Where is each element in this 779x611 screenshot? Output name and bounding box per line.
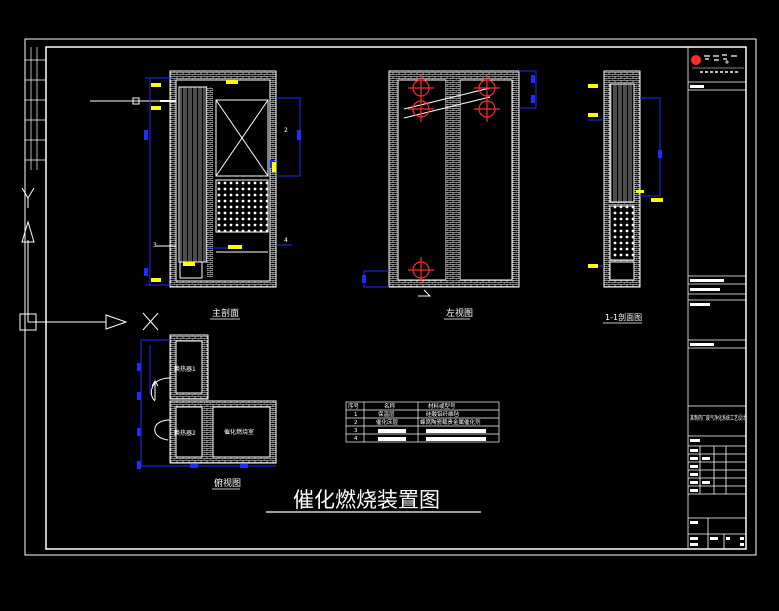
svg-text:4: 4 [354,436,358,442]
plan-label-exchanger-1: 换热器1 [174,365,196,373]
plan-label-catalytic-chamber: 催化燃烧室 [224,428,254,436]
university-logo [691,54,744,73]
svg-text:材料或型号: 材料或型号 [428,402,456,410]
svg-text:名称: 名称 [384,402,396,410]
view-label-left: 左视图 [446,307,473,319]
materials-table-header: 序号 名称 材料或型号 [348,402,456,410]
svg-text:3: 3 [153,242,157,249]
svg-text:硅酸铝纤维毡: 硅酸铝纤维毡 [426,410,460,418]
main-section-view: 3 2 4 [90,70,301,288]
materials-table [345,401,500,443]
svg-text:蜂窝陶瓷载贵金属催化剂: 蜂窝陶瓷载贵金属催化剂 [420,418,481,426]
section-view-1-1 [588,70,663,288]
svg-text:催化床层: 催化床层 [376,418,399,426]
svg-text:3: 3 [354,428,358,434]
svg-text:4: 4 [284,237,288,244]
view-label-section: 1-1剖面图 [605,312,642,322]
view-label-main: 主剖面 [212,307,239,319]
outer-frame [24,38,757,556]
plan-label-exchanger-2: 换热器2 [174,429,196,437]
drawing-title: 催化燃烧装置图 [293,488,440,512]
svg-text:1: 1 [354,412,358,418]
view-label-plan: 俯视图 [214,477,241,489]
title-block [687,46,747,550]
svg-text:序号: 序号 [348,402,360,410]
svg-text:保温层: 保温层 [378,410,395,418]
title-block-fields [690,85,744,546]
svg-text:2: 2 [284,127,288,134]
crosshair-marker [725,60,729,64]
materials-table-row: 4 [354,436,486,442]
materials-table-row: 1 保温层 硅酸铝纤维毡 [354,410,460,418]
title-block-project-desc: 某制药厂废气净化系统工艺设计 [690,414,746,422]
left-view [362,70,537,297]
margin-zone-marks [25,47,46,170]
plan-view [137,334,277,469]
ucs-axis-icon [19,187,159,331]
materials-table-row: 3 [354,428,486,434]
svg-text:2: 2 [354,420,358,426]
materials-table-row: 2 催化床层 蜂窝陶瓷载贵金属催化剂 [354,418,481,426]
